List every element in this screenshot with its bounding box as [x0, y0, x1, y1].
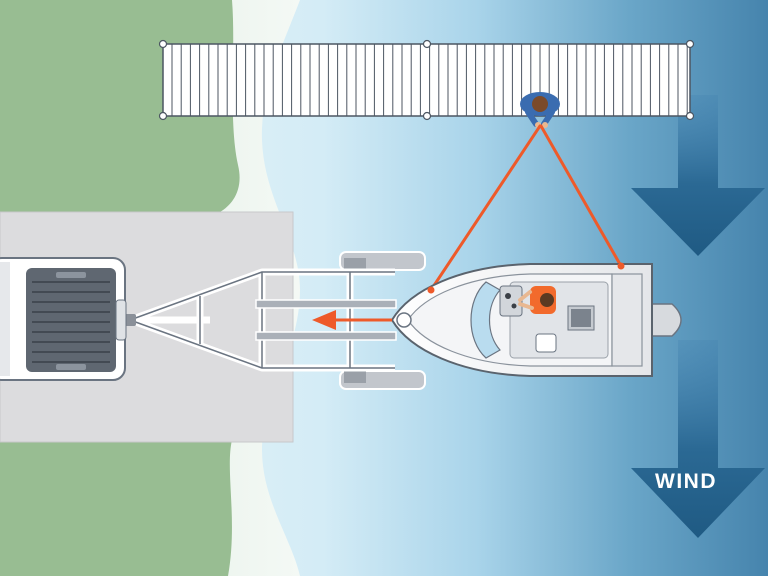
wind-label: WIND	[655, 470, 717, 493]
person-on-dock	[520, 92, 560, 128]
wind-arrow-top	[631, 95, 765, 256]
boater	[518, 286, 556, 314]
mooring-lines	[429, 124, 623, 292]
stern-line	[539, 124, 623, 268]
boat	[390, 262, 682, 377]
truck	[0, 257, 127, 381]
trailer	[122, 251, 426, 390]
winch-direction-arrow	[312, 310, 392, 330]
dock	[158, 39, 695, 121]
wind-arrow-bottom	[631, 340, 765, 538]
grass-bank-bottom	[0, 440, 232, 576]
bow-line	[429, 124, 542, 292]
